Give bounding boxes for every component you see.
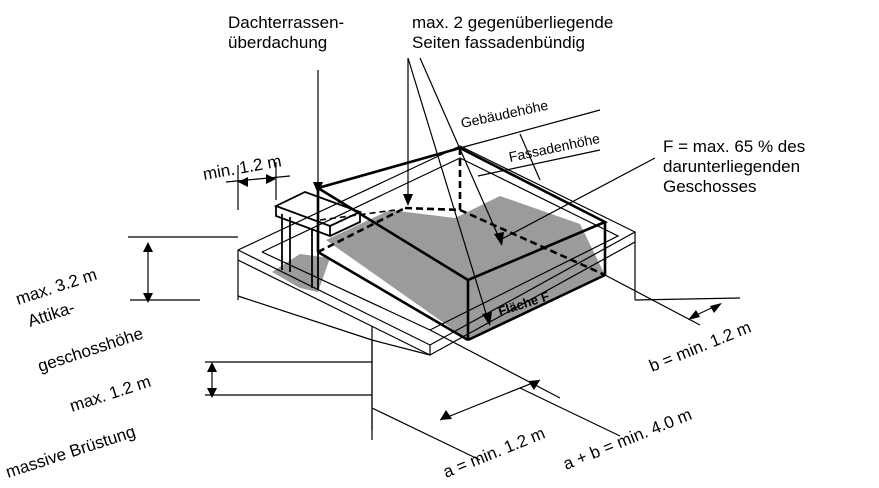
- label-parapet-2: massive Brüstung: [3, 422, 137, 482]
- label-area-rule-2: darunterliegenden: [663, 157, 800, 176]
- label-parapet-1: max. 1.2 m: [67, 372, 153, 416]
- label-roof-cover-1: Dachterrassen-: [228, 13, 344, 32]
- label-dim-b: b = min. 1.2 m: [646, 318, 753, 376]
- height-dimensions: [459, 109, 601, 181]
- label-building-height: Gebäudehöhe: [459, 97, 549, 131]
- label-flush-1: max. 2 gegenüberliegende: [412, 13, 613, 32]
- base-floor-slab: [237, 145, 637, 440]
- label-area-rule-3: Geschosses: [663, 177, 757, 196]
- label-dim-a: a = min. 1.2 m: [440, 424, 547, 482]
- parapet-dimension: [205, 361, 372, 398]
- label-dim-ab: a + b = min. 4.0 m: [560, 405, 694, 474]
- label-area-rule-1: F = max. 65 % des: [663, 137, 805, 156]
- label-flush-2: Seiten fassadenbündig: [412, 33, 585, 52]
- label-attic-height-3: geschosshöhe: [35, 324, 145, 376]
- attic-floor-volume: [316, 146, 609, 342]
- shaded-terrace-under-cover: [272, 254, 330, 292]
- label-roof-cover-2: überdachung: [228, 33, 327, 52]
- setback-dimension: [225, 162, 291, 210]
- shaded-footprint-f: [326, 196, 605, 340]
- leader-lines: [313, 57, 656, 326]
- attic-height-dimension: [128, 236, 238, 303]
- ab-dimensions: [371, 274, 741, 461]
